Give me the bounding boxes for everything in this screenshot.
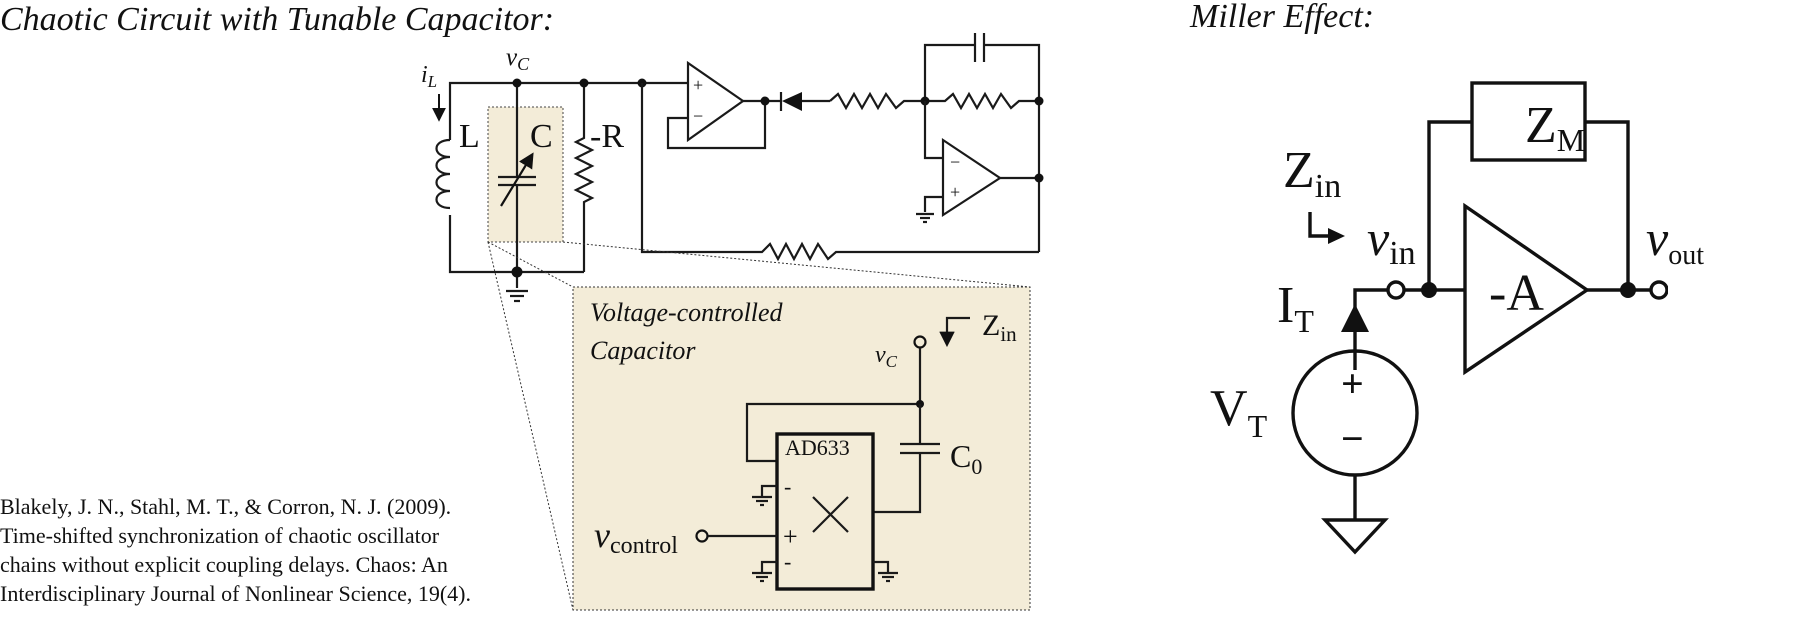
svg-text:+: + (950, 182, 960, 202)
svg-text:+: + (783, 522, 798, 551)
ground-icon (506, 289, 528, 303)
label-zin: Zin (1283, 142, 1341, 205)
node-ground (511, 266, 523, 278)
citation-line: Interdisciplinary Journal of Nonlinear S… (0, 581, 472, 606)
label-capacitor: C (530, 118, 553, 155)
terminal-vout (1649, 280, 1669, 300)
svg-text:−: − (693, 106, 703, 126)
resistor-feedback (925, 91, 1039, 111)
mask (1668, 284, 1728, 296)
right-title: Miller Effect: (1189, 0, 1374, 35)
inset-label-c0: C0 (950, 438, 982, 479)
bottom-rail (448, 215, 584, 274)
vcc-circuit: AD633 - + - (695, 335, 940, 591)
terminal-vcontrol (695, 529, 709, 543)
current-arrow-icon (1341, 304, 1369, 332)
tank-circuit (435, 78, 688, 303)
terminal-vc (913, 335, 927, 349)
label-vt: VT (1210, 380, 1268, 444)
svg-text:−: − (950, 152, 960, 172)
miller-circuit (1291, 81, 1716, 555)
svg-text:AD633: AD633 (785, 435, 850, 460)
ground-icon (1321, 518, 1389, 555)
label-vin: vin (1367, 210, 1416, 272)
label-il: iL (421, 62, 437, 91)
top-rail (448, 81, 642, 140)
zoom-guide-lines (487, 241, 1031, 611)
terminal-vin (1386, 280, 1406, 300)
left-title: Chaotic Circuit with Tunable Capacitor: (0, 1, 554, 38)
node-r-top (579, 78, 589, 88)
inset-label-zin: Zin (982, 309, 1017, 346)
label-it: IT (1277, 277, 1314, 339)
svg-text:+: + (693, 75, 703, 95)
zin-arrow-icon (939, 316, 970, 348)
label-zm: ZM (1525, 97, 1585, 158)
resistor-input (829, 91, 925, 111)
ad633-chip (775, 432, 875, 591)
citation-line: chains without explicit coupling delays.… (0, 552, 448, 577)
diode-icon (779, 92, 830, 111)
inset-title-2: Capacitor (590, 336, 696, 365)
source-minus: − (1341, 416, 1364, 461)
opamp-buffer: + − (666, 60, 781, 150)
citation-line: Blakely, J. N., Stahl, M. T., & Corron, … (0, 494, 452, 519)
inset-title-1: Voltage-controlled (590, 298, 784, 327)
label-neg-resistor: -R (590, 118, 624, 155)
capacitor-highlight-box (487, 106, 564, 243)
zin-arrow-icon (1328, 228, 1345, 244)
inset-label-vc: vC (875, 342, 898, 371)
source-plus: + (1341, 361, 1364, 406)
svg-text:-: - (784, 474, 791, 499)
tunable-arrow (500, 152, 534, 207)
inset-label-vcontrol: vcontrol (594, 515, 678, 559)
label-vc: vC (506, 44, 530, 74)
label-amp-gain: -A (1489, 265, 1544, 322)
neg-resistor-symbol (573, 83, 595, 272)
resistor-coupling (640, 83, 1039, 262)
label-vout: vout (1646, 210, 1704, 271)
node-vc (512, 78, 522, 88)
label-inductor: L (459, 118, 480, 155)
svg-text:-: - (784, 549, 791, 574)
citation-line: Time-shifted synchronization of chaotic … (0, 523, 440, 548)
citation: Blakely, J. N., Stahl, M. T., & Corron, … (0, 492, 471, 608)
integrator-stage: − + (916, 33, 1044, 252)
inductor-symbol (435, 138, 451, 210)
